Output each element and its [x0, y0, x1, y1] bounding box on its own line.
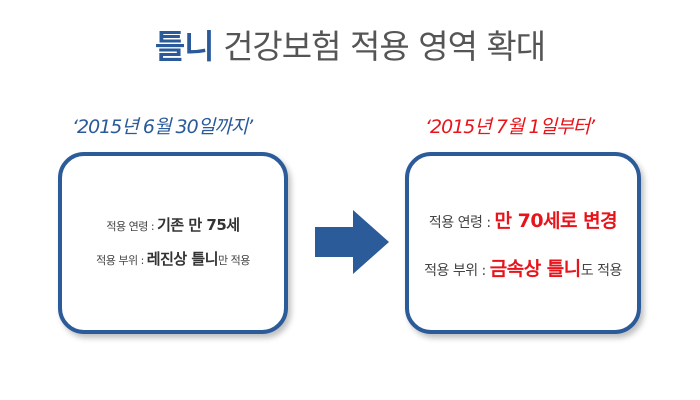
- age-value: 기존 만 75세: [157, 216, 240, 234]
- age-label: 적용 연령 :: [428, 215, 495, 231]
- after-box: 적용 연령 : 만 70세로 변경 적용 부위 : 금속상 틀니도 적용: [405, 152, 641, 334]
- scope-value: 금속상 틀니: [489, 258, 582, 280]
- scope-label: 적용 부위 :: [424, 263, 490, 279]
- before-scope: 적용 부위 : 레진상 틀니만 적용: [62, 248, 284, 269]
- scope-suffix: 도 적용: [580, 263, 623, 279]
- before-box: 적용 연령 : 기존 만 75세 적용 부위 : 레진상 틀니만 적용: [58, 152, 288, 334]
- title-highlight: 틀니: [154, 27, 215, 66]
- scope-value: 레진상 틀니: [146, 250, 219, 268]
- before-age: 적용 연령 : 기존 만 75세: [62, 214, 284, 235]
- after-age: 적용 연령 : 만 70세로 변경: [409, 206, 637, 233]
- age-value: 만 70세로 변경: [494, 210, 618, 232]
- page-title: 틀니 건강보험 적용 영역 확대: [0, 20, 700, 68]
- after-period: ‘2015년 7월 1일부터’: [425, 116, 595, 138]
- scope-label: 적용 부위 :: [96, 254, 147, 267]
- before-period: ‘2015년 6월 30일까지’: [72, 116, 253, 138]
- scope-suffix: 만 적용: [218, 254, 250, 267]
- title-rest: 건강보험 적용 영역 확대: [213, 27, 546, 66]
- age-label: 적용 연령 :: [106, 220, 158, 233]
- arrow-right-icon: [315, 210, 389, 274]
- after-scope: 적용 부위 : 금속상 틀니도 적용: [409, 254, 637, 281]
